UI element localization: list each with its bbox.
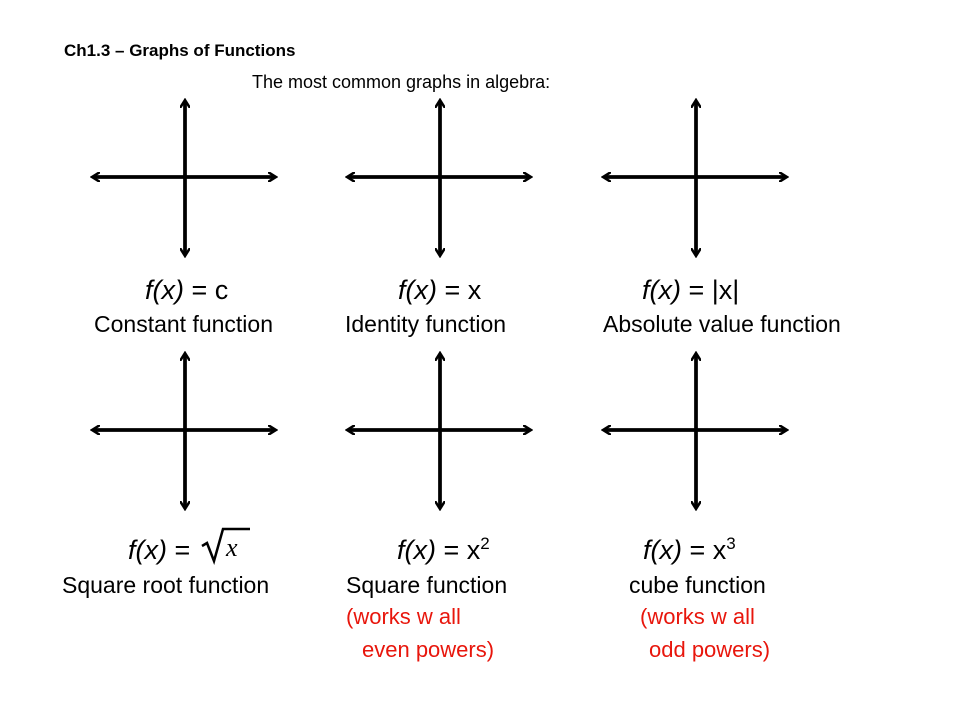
page-subtitle: The most common graphs in algebra: bbox=[252, 72, 551, 92]
coordinate-axes-square bbox=[340, 348, 540, 518]
page-title: Ch1.3 – Graphs of Functions bbox=[64, 41, 296, 60]
square-function-note-line2: even powers) bbox=[362, 637, 495, 662]
cube-function-note-line1: (works w all bbox=[640, 604, 755, 629]
square-function-label: Square function bbox=[346, 572, 508, 598]
radical-sign-icon bbox=[201, 527, 250, 565]
coordinate-axes-absolute bbox=[596, 95, 796, 265]
exponent-2: 2 bbox=[480, 534, 490, 553]
square-root-function-formula: f(x) = bbox=[128, 535, 191, 565]
absolute-value-function-label: Absolute value function bbox=[603, 311, 841, 337]
identity-function-label: Identity function bbox=[345, 311, 507, 337]
cube-function-formula: f(x) = x3 bbox=[643, 534, 736, 565]
coordinate-axes-cube bbox=[596, 348, 796, 518]
coordinate-axes-square-root bbox=[85, 348, 285, 518]
square-root-function-label: Square root function bbox=[62, 572, 270, 598]
coordinate-axes-constant bbox=[85, 95, 285, 265]
square-function-note-line1: (works w all bbox=[346, 604, 461, 629]
absolute-value-function-formula: f(x) = |x| bbox=[642, 275, 740, 305]
radicand-x: x bbox=[226, 533, 238, 562]
square-function-formula: f(x) = x2 bbox=[397, 534, 490, 565]
identity-function-formula: f(x) = x bbox=[398, 275, 482, 305]
coordinate-axes-identity bbox=[340, 95, 540, 265]
exponent-3: 3 bbox=[726, 534, 736, 553]
constant-function-label: Constant function bbox=[94, 311, 274, 337]
cube-function-note-line2: odd powers) bbox=[649, 637, 771, 662]
cube-function-label: cube function bbox=[629, 572, 766, 598]
constant-function-formula: f(x) = c bbox=[145, 275, 229, 305]
